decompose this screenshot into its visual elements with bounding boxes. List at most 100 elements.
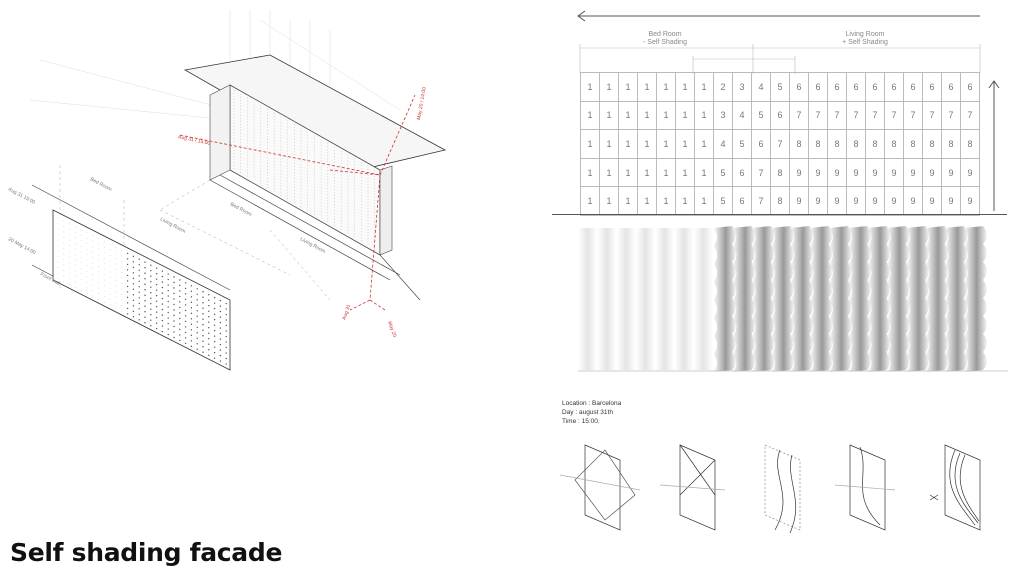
- panel-dot: [98, 282, 99, 284]
- panel-dot: [167, 311, 169, 314]
- panel-dot: [225, 341, 227, 343]
- grid-cell: 1: [618, 100, 638, 131]
- panel-dot: [155, 311, 158, 313]
- panel-dot: [69, 278, 70, 280]
- grid-cell: 1: [580, 100, 600, 131]
- panel-dot: [173, 325, 175, 328]
- panel-dot: [144, 267, 146, 269]
- shading-column: [597, 228, 617, 370]
- panel-dot: [86, 265, 88, 267]
- panel-dot: [92, 268, 94, 270]
- panel-dot: [190, 340, 193, 342]
- panel-dot: [98, 271, 99, 273]
- panel-dot: [109, 260, 111, 262]
- panel-dot: [213, 302, 216, 304]
- panel-dot: [184, 331, 187, 334]
- panel-dot: [57, 261, 59, 263]
- grid-cell: 6: [922, 72, 942, 102]
- panel-dot: [126, 296, 129, 299]
- panel-dot: [69, 267, 70, 269]
- panel-dot: [86, 281, 88, 283]
- panel-dot: [80, 284, 82, 286]
- panel-dot: [75, 275, 76, 277]
- panel-dot: [161, 281, 164, 283]
- panel-dot: [104, 241, 105, 243]
- panel-dot: [161, 330, 164, 333]
- panel-dot: [57, 245, 59, 246]
- panel-dot: [109, 266, 111, 267]
- panel-dot: [75, 286, 76, 288]
- panel-dot: [173, 292, 175, 295]
- panel-dot: [155, 278, 158, 280]
- panel-dot: [225, 319, 227, 321]
- grid-cell: 7: [770, 129, 790, 159]
- panel-dot: [92, 262, 94, 264]
- panel-dot: [69, 262, 70, 263]
- sketch-step-5: [929, 444, 981, 531]
- panel-dot: [179, 328, 181, 331]
- panel-dot: [144, 311, 146, 313]
- panel-dot: [80, 234, 82, 236]
- panel-dot: [190, 312, 193, 315]
- panel-dot: [150, 286, 152, 288]
- facade-elevation: [52, 209, 231, 371]
- panel-dot: [150, 308, 152, 310]
- grid-cell: 5: [713, 157, 733, 188]
- panel-dot: [132, 272, 135, 274]
- panel-dot: [115, 263, 117, 265]
- grid-cell: 1: [694, 129, 714, 159]
- panel-dot: [132, 294, 135, 296]
- panel-dot: [155, 316, 158, 319]
- panel-dot: [202, 329, 204, 331]
- panel-dot: [208, 316, 210, 318]
- grid-cell: 4: [732, 100, 752, 131]
- panel-dot: [202, 346, 204, 348]
- panel-dot: [92, 290, 94, 292]
- panel-dot: [167, 295, 169, 297]
- panel-dot: [196, 343, 198, 345]
- panel-dot: [92, 251, 94, 253]
- grid-cell: 1: [618, 186, 638, 216]
- panel-dot: [184, 304, 187, 306]
- panel-dot: [196, 310, 198, 312]
- panel-dot: [225, 302, 227, 305]
- panel-dot: [208, 299, 210, 301]
- grid-cell: 8: [770, 186, 790, 216]
- panel-dot: [155, 305, 158, 308]
- sketch-step-2: [659, 444, 726, 531]
- panel-dot: [190, 290, 193, 293]
- grid-cell: 1: [694, 72, 714, 102]
- panel-dot: [57, 228, 59, 230]
- grid-cell: 1: [618, 72, 638, 102]
- grid-cell: 3: [713, 100, 733, 131]
- panel-dot: [150, 275, 152, 277]
- panel-dot: [213, 329, 216, 332]
- grid-cell: 4: [713, 129, 733, 159]
- grid-cell: 8: [827, 129, 847, 159]
- svg-text:Living Room: Living Room: [299, 236, 326, 254]
- shading-column: [964, 226, 987, 372]
- panel-dot: [173, 309, 175, 311]
- svg-text:Bed Room: Bed Room: [229, 201, 253, 217]
- panel-dot: [144, 283, 146, 285]
- grid-cell: 9: [827, 157, 847, 188]
- direction-arrow-left-icon: [577, 10, 980, 22]
- panel-dot: [132, 310, 135, 313]
- panel-dot: [86, 270, 88, 272]
- panel-dot: [80, 262, 82, 264]
- panel-dot: [132, 305, 135, 307]
- slide-title: Self shading facade: [10, 538, 283, 567]
- panel-dot: [138, 275, 140, 277]
- grid-cell: 5: [713, 186, 733, 216]
- grid-cell: 1: [637, 72, 657, 102]
- panel-dot: [161, 286, 164, 289]
- svg-text:20 May 14:00: 20 May 14:00: [7, 236, 37, 256]
- grid-cell: 8: [941, 129, 961, 159]
- panel-dot: [57, 239, 59, 241]
- panel-dot: [213, 346, 216, 348]
- panel-dot: [167, 317, 169, 319]
- panel-dot: [98, 293, 99, 295]
- panel-dot: [167, 333, 169, 336]
